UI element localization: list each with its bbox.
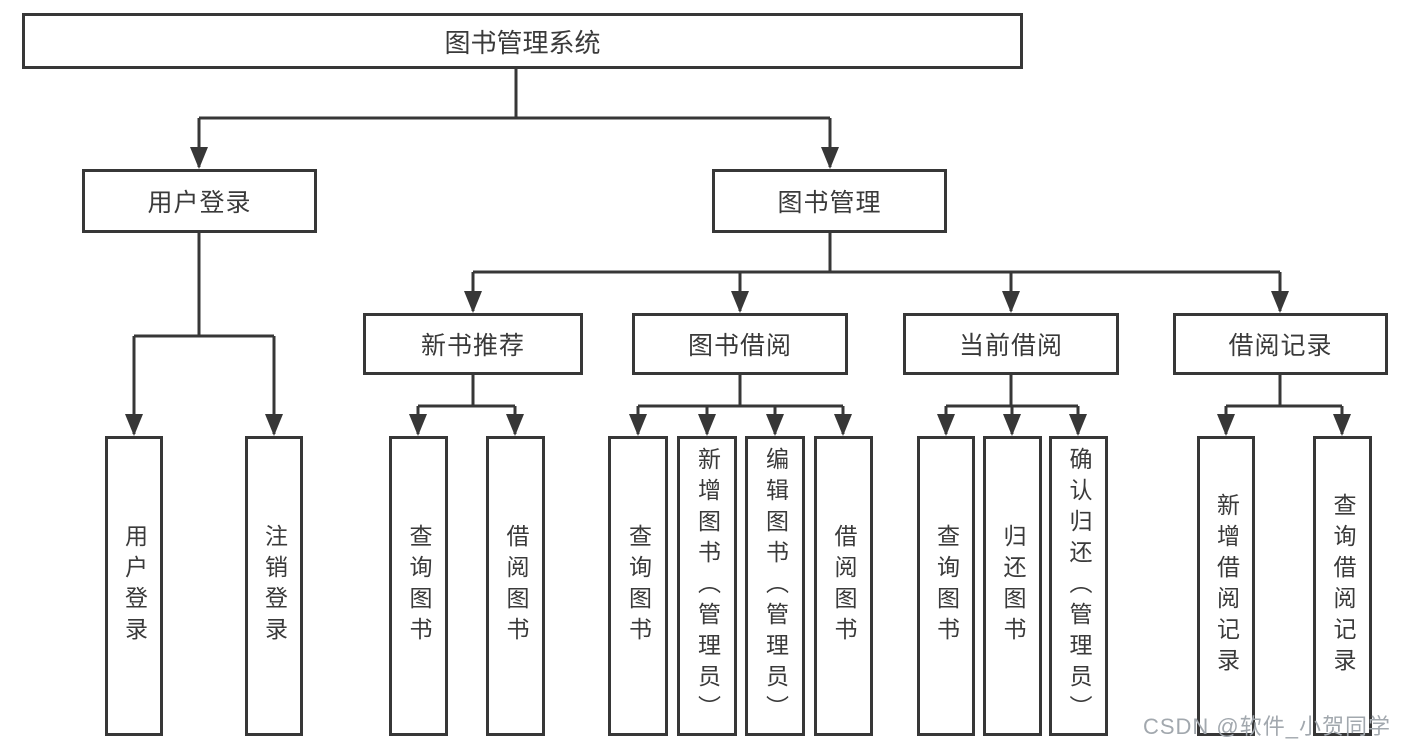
node-label: 归还图书 — [1000, 524, 1026, 648]
leaf-borrow-add-books-admin: 新增图书（管理员） — [677, 436, 737, 736]
arrow-down-icon — [464, 291, 482, 313]
arrow-down-icon — [834, 414, 852, 436]
node-book-management: 图书管理 — [712, 169, 947, 233]
arrow-down-icon — [731, 291, 749, 313]
node-label: 当前借阅 — [958, 332, 1063, 360]
arrowhead-icons — [125, 147, 1351, 436]
arrow-down-icon — [698, 414, 716, 436]
node-label: 查询图书 — [933, 524, 960, 648]
arrow-down-icon — [766, 414, 784, 436]
node-label: 查询图书 — [406, 524, 432, 648]
node-label: 用户登录 — [121, 524, 148, 648]
arrow-down-icon — [1069, 414, 1087, 436]
arrow-down-icon — [937, 414, 955, 436]
arrow-down-icon — [1217, 414, 1235, 436]
node-current-borrowing: 当前借阅 — [903, 313, 1119, 375]
arrow-down-icon — [821, 147, 839, 169]
leaf-borrow-borrow-books: 借阅图书 — [814, 436, 873, 736]
node-label: 新书推荐 — [420, 332, 525, 360]
leaf-newbook-query-books: 查询图书 — [389, 436, 448, 736]
node-label: 编辑图书（管理员） — [762, 446, 789, 726]
arrow-down-icon — [190, 147, 208, 169]
arrow-down-icon — [265, 414, 283, 436]
leaf-current-return-books: 归还图书 — [983, 436, 1042, 736]
leaf-borrow-query-books: 查询图书 — [608, 436, 668, 736]
node-label: 用户登录 — [147, 189, 252, 217]
arrow-down-icon — [1271, 291, 1289, 313]
node-library-system: 图书管理系统 — [22, 13, 1023, 69]
leaf-borrow-edit-books-admin: 编辑图书（管理员） — [745, 436, 805, 736]
arrow-down-icon — [409, 414, 427, 436]
node-label: 借阅图书 — [503, 524, 529, 648]
node-book-borrowing: 图书借阅 — [632, 313, 848, 375]
node-label: 图书管理 — [777, 189, 882, 217]
arrow-down-icon — [125, 414, 143, 436]
leaf-current-confirm-return-admin: 确认归还（管理员） — [1049, 436, 1108, 736]
connector-paths — [132, 69, 1344, 434]
node-label: 注销登录 — [261, 524, 288, 648]
node-label: 确认归还（管理员） — [1066, 446, 1092, 726]
csdn-watermark: CSDN @软件_小贺同学 — [1142, 714, 1391, 739]
node-user-login: 用户登录 — [82, 169, 317, 233]
node-label: 查询借阅记录 — [1330, 493, 1356, 679]
arrow-down-icon — [1333, 414, 1351, 436]
leaf-newbook-borrow-books: 借阅图书 — [486, 436, 545, 736]
node-borrowing-records: 借阅记录 — [1173, 313, 1388, 375]
arrow-down-icon — [1003, 414, 1021, 436]
node-label: 查询图书 — [625, 524, 652, 648]
arrow-down-icon — [629, 414, 647, 436]
node-label: 图书借阅 — [687, 332, 792, 360]
node-label: 借阅图书 — [831, 524, 857, 648]
arrow-down-icon — [506, 414, 524, 436]
leaf-user-login: 用户登录 — [105, 436, 163, 736]
node-label: 新增借阅记录 — [1213, 493, 1240, 679]
node-label: 新增图书（管理员） — [694, 446, 721, 726]
leaf-records-query-record: 查询借阅记录 — [1313, 436, 1372, 736]
arrow-down-icon — [1002, 291, 1020, 313]
node-label: 借阅记录 — [1228, 332, 1333, 360]
leaf-records-add-record: 新增借阅记录 — [1197, 436, 1255, 736]
node-new-book-recommend: 新书推荐 — [363, 313, 583, 375]
leaf-logout: 注销登录 — [245, 436, 303, 736]
node-label: 图书管理系统 — [444, 27, 601, 58]
leaf-current-query-books: 查询图书 — [917, 436, 975, 736]
